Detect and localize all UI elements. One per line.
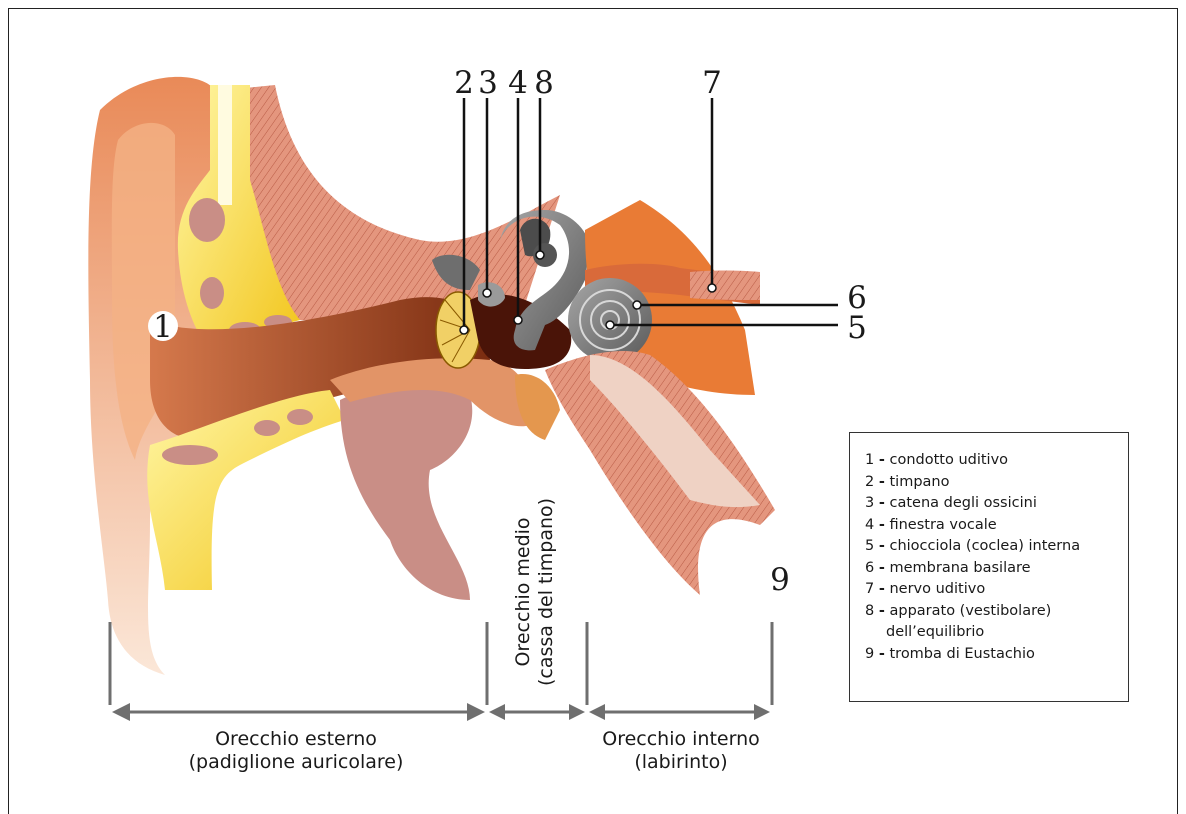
marker-2: 2 — [454, 65, 474, 101]
cochlea — [568, 278, 652, 362]
legend-item-continuation: dell’equilibrio — [865, 622, 1128, 644]
region-arrows — [112, 703, 770, 721]
inner-ear-label: Orecchio interno — [602, 728, 760, 750]
jaw-tissue — [340, 384, 472, 600]
temporal-tissue — [245, 85, 560, 320]
middle-ear-sublabel: (cassa del timpano) — [535, 498, 557, 686]
legend-item: 9 - tromba di Eustachio — [865, 644, 1128, 666]
legend-item: 3 - catena degli ossicini — [865, 493, 1128, 515]
legend-item: 7 - nervo uditivo — [865, 579, 1128, 601]
marker-1: 1 — [153, 309, 173, 345]
marker-3: 3 — [478, 65, 498, 101]
marker-8: 8 — [534, 65, 554, 101]
region-dividers — [110, 622, 772, 705]
marker-5: 5 — [847, 310, 867, 346]
inner-ear-sublabel: (labirinto) — [634, 751, 727, 773]
legend-item: 4 - finestra vocale — [865, 515, 1128, 537]
legend-item: 8 - apparato (vestibolare)dell’equilibri… — [865, 601, 1128, 644]
middle-ear-label: Orecchio medio — [512, 517, 534, 666]
marker-7: 7 — [702, 65, 722, 101]
outer-ear-label: Orecchio esterno — [215, 728, 377, 750]
outer-ear-sublabel: (padiglione auricolare) — [189, 751, 404, 773]
marker-9: 9 — [770, 562, 790, 598]
legend-item: 5 - chiocciola (coclea) interna — [865, 536, 1128, 558]
legend-item: 6 - membrana basilare — [865, 558, 1128, 580]
legend-box: 1 - condotto uditivo 2 - timpano 3 - cat… — [849, 432, 1129, 702]
legend-item: 1 - condotto uditivo — [865, 450, 1128, 472]
legend-item: 2 - timpano — [865, 472, 1128, 494]
marker-4: 4 — [508, 65, 528, 101]
